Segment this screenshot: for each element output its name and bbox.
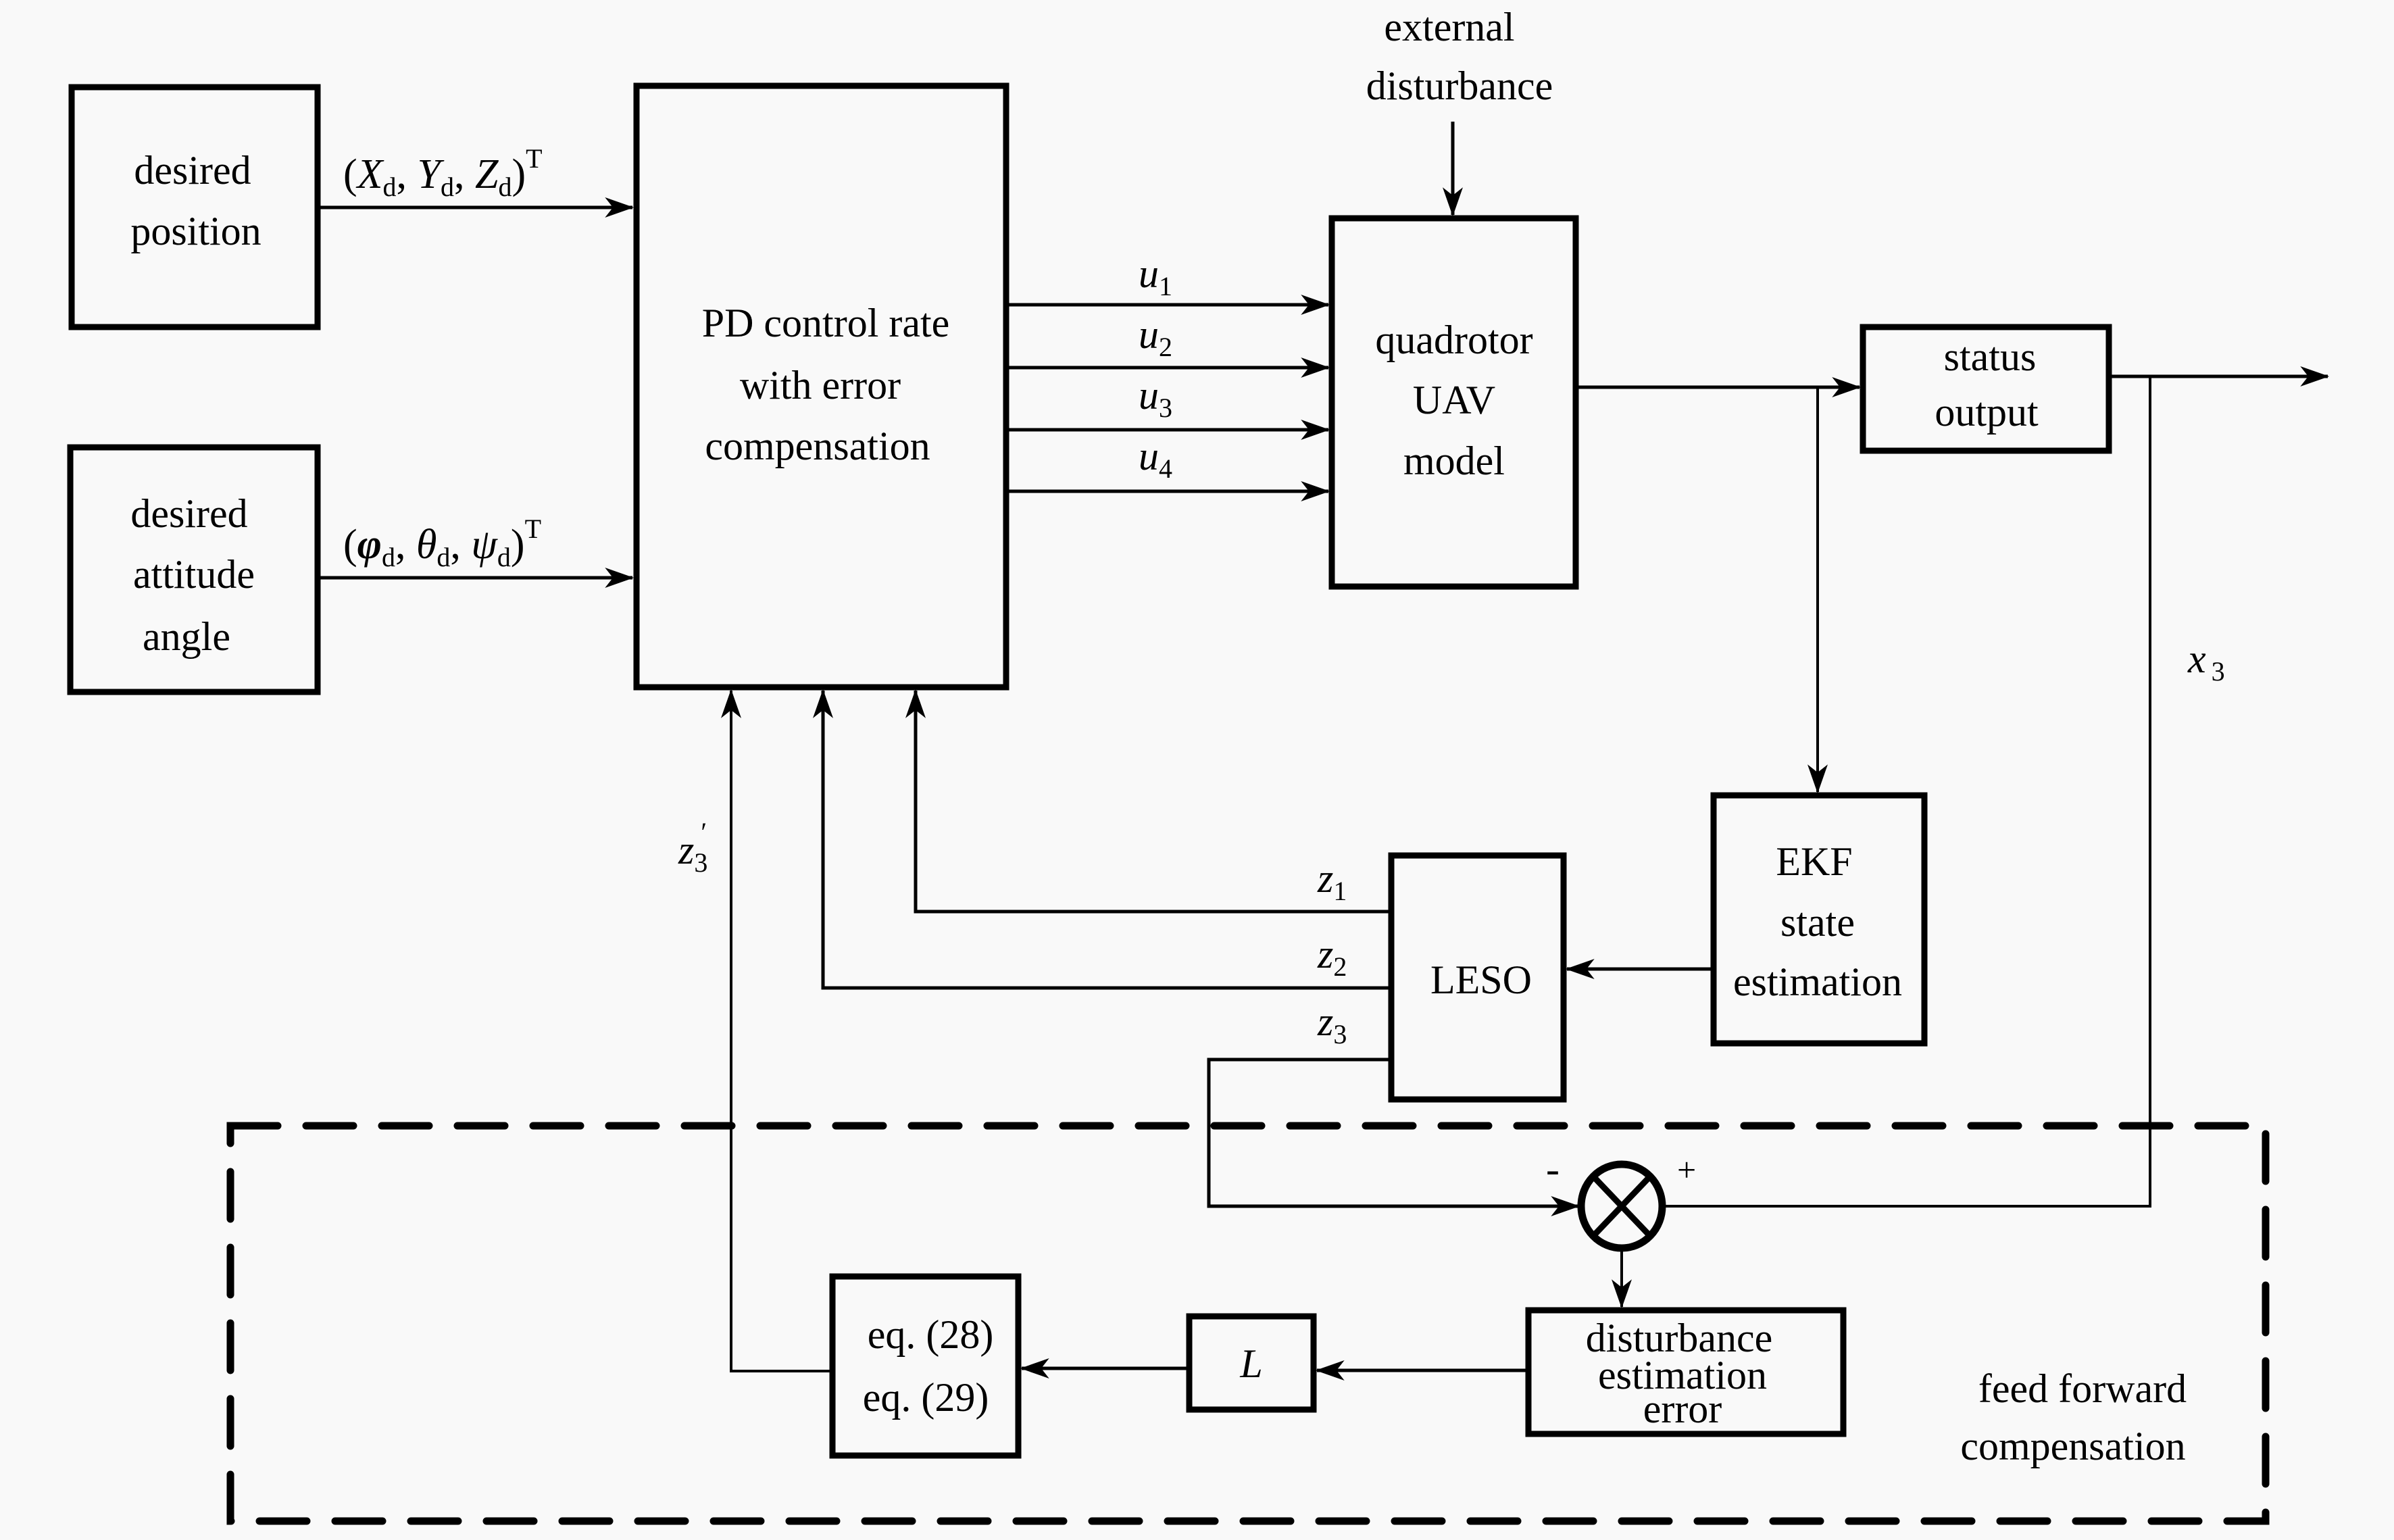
status-output-line2: output	[1935, 390, 2039, 434]
plus-sign: +	[1677, 1151, 1696, 1189]
attitude-vector-label: (φd, θd, ψd)T	[343, 514, 541, 572]
desired-attitude-block	[67, 444, 321, 695]
u2-label: u2	[1139, 312, 1172, 362]
quadrotor-model-block	[1328, 215, 1579, 590]
feedforward-line2: compensation	[1960, 1424, 2185, 1468]
z3-line	[1207, 1058, 1580, 1216]
ekf-line3: estimation	[1733, 960, 1902, 1004]
feedforward-line1: feed forward	[1978, 1366, 2187, 1411]
disturbance-error-line3: error	[1643, 1387, 1722, 1431]
desired-position-block	[68, 84, 321, 330]
pd-controller-block	[633, 82, 1009, 691]
ekf-block	[1710, 792, 1928, 1047]
leso-block	[1388, 852, 1567, 1103]
leso-label: LESO	[1430, 958, 1532, 1002]
pd-controller-line3: compensation	[705, 424, 930, 468]
pd-controller-line1: PD control rate	[702, 301, 950, 345]
pd-controller-line2: with error	[740, 363, 901, 407]
feedforward-region	[226, 1122, 2270, 1525]
gain-l-block	[1186, 1313, 1317, 1413]
u4-label: u4	[1139, 434, 1172, 484]
z3-prime-label: z3′	[678, 817, 707, 878]
equations-block	[829, 1273, 1022, 1459]
minus-sign: -	[1546, 1147, 1560, 1191]
z1-label: z1	[1317, 856, 1347, 906]
quadrotor-line3: model	[1403, 439, 1505, 483]
desired-position-line1: desired	[134, 148, 251, 193]
u3-label: u3	[1139, 373, 1172, 423]
status-output-block	[1860, 324, 2112, 454]
quadrotor-line1: quadrotor	[1375, 318, 1532, 362]
position-vector-label: (Xd, Yd, Zd)T	[343, 143, 543, 202]
z2-label: z2	[1317, 932, 1347, 982]
z2-feedback-line	[813, 689, 1391, 990]
external-disturbance-line2: disturbance	[1366, 64, 1553, 108]
ekf-line1: EKF	[1776, 839, 1852, 884]
z1-feedback-line	[905, 689, 1391, 914]
equation-28-label: eq. (28)	[868, 1312, 994, 1357]
ekf-line2: state	[1780, 900, 1855, 945]
z3-label: z3	[1317, 999, 1347, 1049]
z3-prime-feedback-line	[721, 689, 832, 1372]
equation-29-label: eq. (29)	[863, 1375, 989, 1420]
desired-attitude-line1: desired	[130, 491, 247, 536]
quadrotor-line2: UAV	[1413, 378, 1495, 422]
disturbance-error-line1: disturbance	[1586, 1316, 1773, 1360]
external-disturbance-line1: external	[1384, 5, 1514, 49]
x3-feedback-line	[1664, 376, 2151, 1208]
summing-junction	[1577, 1160, 1666, 1252]
gain-l-label: L	[1239, 1341, 1262, 1386]
status-output-line1: status	[1944, 334, 2037, 379]
u1-label: u1	[1139, 251, 1172, 301]
desired-position-line2: position	[130, 209, 261, 253]
desired-attitude-line2: attitude	[133, 552, 255, 597]
disturbance-error-line2: estimation	[1598, 1353, 1767, 1397]
desired-attitude-line3: angle	[143, 614, 230, 659]
